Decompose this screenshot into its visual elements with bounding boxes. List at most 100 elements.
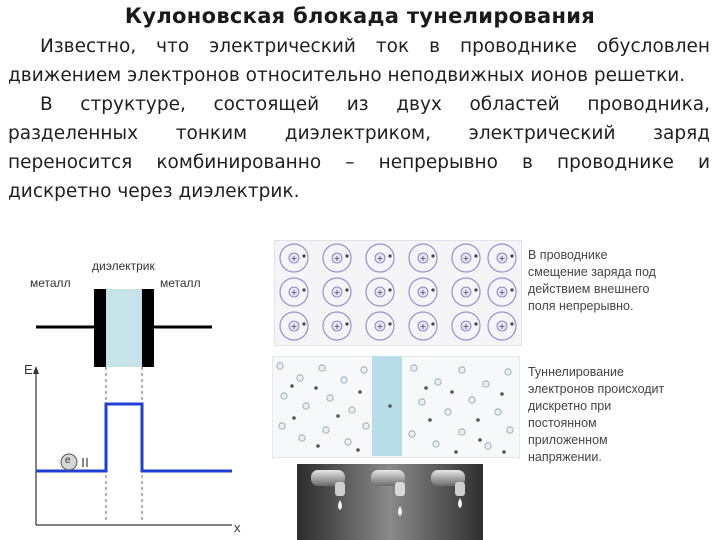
metal-right-plate: [142, 289, 154, 367]
positive-ion-icon: [296, 374, 304, 382]
tunneling-diagram: [276, 356, 514, 456]
electron-icon: [388, 288, 392, 292]
electron-icon: [388, 404, 392, 408]
lattice-ion: +: [487, 277, 517, 307]
positive-ion-icon: +: [377, 254, 384, 263]
positive-ion-icon: +: [291, 254, 298, 263]
positive-ion-icon: [504, 368, 512, 376]
dripping-photo: [297, 464, 483, 540]
positive-ion-icon: +: [291, 288, 298, 297]
water-drop-icon: [458, 498, 462, 508]
electron-icon: [345, 322, 349, 326]
lattice-ion: +: [365, 277, 395, 307]
lattice-ion: +: [451, 243, 481, 273]
water-drop-icon: [398, 506, 402, 516]
positive-ion-icon: +: [463, 288, 470, 297]
positive-ion-icon: [360, 366, 368, 374]
positive-ion-icon: +: [499, 288, 506, 297]
electron-icon: [314, 386, 318, 390]
positive-ion-icon: [340, 376, 348, 384]
electron-icon: [302, 288, 306, 292]
positive-ion-icon: +: [420, 288, 427, 297]
electron-icon: [356, 448, 360, 452]
electron-icon: [388, 322, 392, 326]
note-tunneling: Туннелирование электронов происходит дис…: [528, 365, 665, 464]
positive-ion-icon: +: [499, 322, 506, 331]
lattice-ion: +: [408, 311, 438, 341]
positive-ion-icon: +: [463, 254, 470, 263]
positive-ion-icon: [326, 394, 334, 402]
electron-icon: [431, 288, 435, 292]
electron-icon: [358, 390, 362, 394]
positive-ion-icon: [322, 426, 330, 434]
positive-ion-icon: [458, 366, 466, 374]
electron-icon: [510, 288, 514, 292]
lattice-ion: +: [322, 311, 352, 341]
positive-ion-icon: [280, 392, 288, 400]
energy-axis-arrow: [33, 366, 39, 374]
positive-ion-icon: [410, 364, 418, 372]
electron-icon: [476, 418, 480, 422]
positive-ion-icon: [418, 398, 426, 406]
positive-ion-icon: [458, 428, 466, 436]
electron-icon: [316, 444, 320, 448]
electron-icon: [292, 416, 296, 420]
positive-ion-icon: [276, 362, 284, 370]
lattice-ion: +: [365, 311, 395, 341]
tunnel-divider: [372, 356, 402, 456]
note-conductor: В проводнике смещение заряда под действи…: [528, 248, 656, 313]
positive-ion-icon: +: [334, 254, 341, 263]
positive-ion-icon: +: [334, 322, 341, 331]
metal-left-label: металл: [30, 276, 71, 290]
electron-icon: [388, 254, 392, 258]
lattice-ion: +: [365, 243, 395, 273]
positive-ion-icon: +: [334, 288, 341, 297]
lattice-ion: +: [451, 277, 481, 307]
lattice-panel: [274, 240, 522, 346]
electron-icon: [454, 450, 458, 454]
positive-ion-icon: [444, 408, 452, 416]
electron-icon: [474, 322, 478, 326]
positive-ion-icon: +: [377, 288, 384, 297]
lattice-ion: +: [322, 243, 352, 273]
positive-ion-icon: +: [420, 254, 427, 263]
electron-icon: [336, 414, 340, 418]
electron-icon: [302, 322, 306, 326]
positive-ion-icon: [278, 422, 286, 430]
lattice-ion: +: [408, 243, 438, 273]
positive-ion-icon: [348, 406, 356, 414]
energy-axis-label: E: [24, 362, 33, 377]
positive-ion-icon: [484, 442, 492, 450]
electron-icon: [345, 288, 349, 292]
positive-ion-icon: [482, 380, 490, 388]
potential-barrier-line: [36, 402, 232, 473]
electron-icon: [478, 438, 482, 442]
electron-icon: [510, 254, 514, 258]
positive-ion-icon: [434, 378, 442, 386]
electron-icon: [302, 254, 306, 258]
lattice-diagram: + + + + + + + + + + + + + + + + + +: [279, 243, 517, 341]
water-drop-icon: [338, 500, 342, 510]
dielectric-label: диэлектрик: [92, 259, 155, 273]
coordinate-axis-label: x: [234, 520, 241, 535]
electron-trail-1: [82, 458, 84, 467]
paragraph-structure: В структуре, состоящей из двух областей …: [8, 94, 710, 202]
lattice-ion: +: [487, 243, 517, 273]
dielectric-layer: [106, 289, 142, 367]
electron-icon: [502, 450, 506, 454]
electron-icon: [474, 254, 478, 258]
lattice-ion: +: [279, 311, 309, 341]
positive-ion-icon: +: [499, 254, 506, 263]
electron-icon: [474, 288, 478, 292]
faucet-1: [311, 470, 345, 510]
electron-icon: [431, 254, 435, 258]
positive-ion-icon: [432, 440, 440, 448]
lattice-ion: +: [279, 243, 309, 273]
electron-icon: [510, 322, 514, 326]
metal-left-plate: [94, 289, 106, 367]
faucet-3: [431, 470, 465, 508]
positive-ion-icon: [408, 430, 416, 438]
positive-ion-icon: +: [463, 322, 470, 331]
